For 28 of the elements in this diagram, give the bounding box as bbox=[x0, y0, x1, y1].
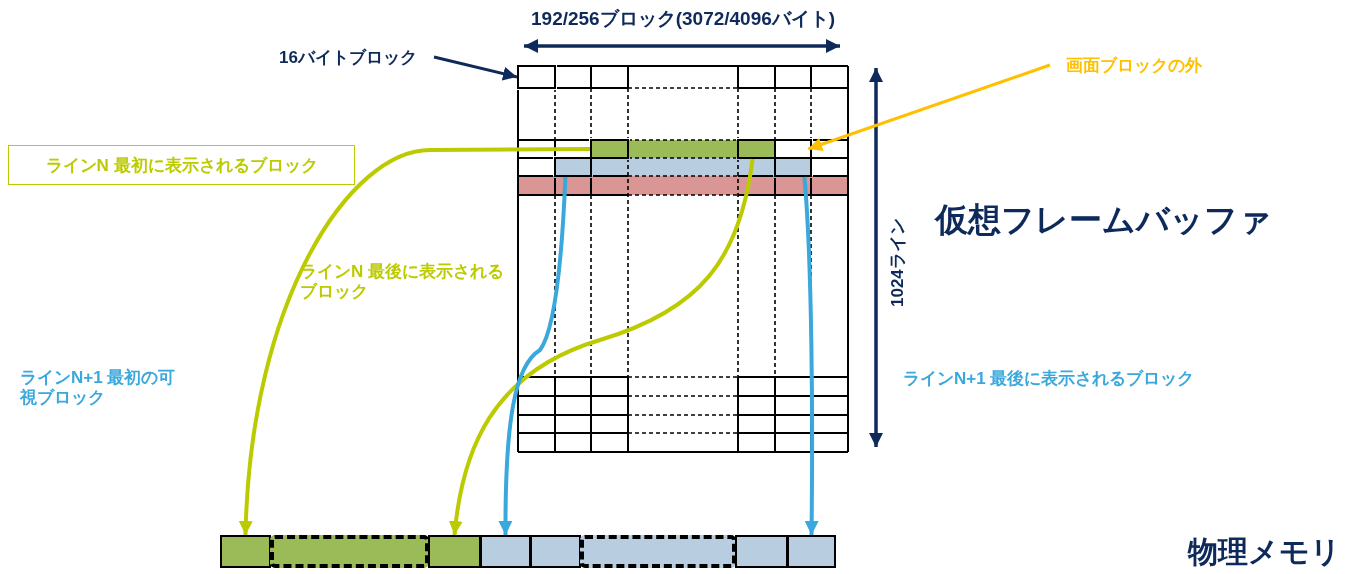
memory-block bbox=[530, 535, 581, 568]
dimension-label: 1024ライン bbox=[888, 217, 908, 307]
callout-text: 画面ブロックの外 bbox=[1050, 52, 1218, 78]
memory-block bbox=[580, 535, 736, 568]
memory-block bbox=[220, 535, 271, 568]
grid-block bbox=[774, 157, 812, 177]
memory-block bbox=[270, 535, 429, 568]
callout-text: 16バイトブロック bbox=[262, 44, 434, 70]
arrow bbox=[802, 176, 819, 536]
grid-block bbox=[737, 139, 776, 159]
memory-block bbox=[735, 535, 788, 568]
grid-block bbox=[590, 139, 629, 159]
arrow bbox=[498, 176, 568, 535]
annotation-text: ラインN+1 最初の可視ブロック bbox=[20, 368, 177, 409]
title-text: 仮想フレームバッファ bbox=[935, 200, 1272, 240]
callout-box: ラインN 最初に表示されるブロック bbox=[8, 145, 355, 185]
annotation-text: ラインN+1 最後に表示されるブロック bbox=[903, 369, 1195, 390]
title-text: 物理メモリ bbox=[1188, 534, 1341, 570]
arrow bbox=[239, 147, 590, 536]
arrow bbox=[433, 55, 518, 81]
arrow bbox=[449, 158, 755, 536]
grid-block bbox=[554, 157, 592, 177]
grid-block bbox=[517, 65, 556, 89]
memory-block bbox=[428, 535, 481, 568]
memory-block bbox=[480, 535, 531, 568]
memory-block bbox=[787, 535, 836, 568]
dimension-label: 192/256ブロック(3072/4096バイト) bbox=[531, 8, 836, 31]
arrow bbox=[807, 63, 1051, 151]
